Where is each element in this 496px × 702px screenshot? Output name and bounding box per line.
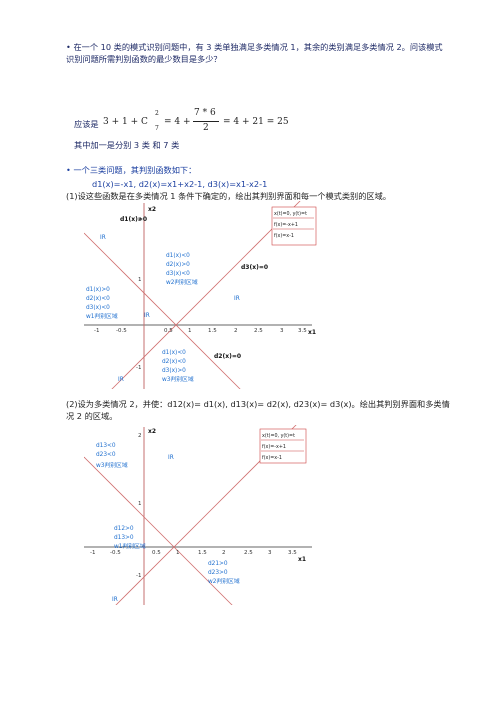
question-1: • 在一个 10 类的模式识别问题中，有 3 类单独满足多类情况 1，其余的类别… <box>66 41 446 65</box>
label-ir: IR <box>168 455 174 461</box>
label-d3: d3(x)=0 <box>241 264 268 271</box>
region-w1: w1判别区域 <box>86 312 118 320</box>
legend-item: x(t)=0, y(t)=t <box>262 433 295 439</box>
xtick: -0.5 <box>110 550 121 556</box>
region-w1: d2(x)<0 <box>86 296 110 302</box>
legend-item: f(x)=x-1 <box>274 233 294 239</box>
discriminant-functions: d1(x)=-x1, d2(x)=x1+x2-1, d3(x)=x1-x2-1 <box>92 179 268 189</box>
region-w3: d3(x)>0 <box>162 368 186 374</box>
answer-prefix: 应该是 <box>74 119 99 129</box>
legend-box <box>259 428 307 464</box>
formula-eq2: = 4 + 21 = 25 <box>223 117 289 127</box>
xtick: -0.5 <box>116 328 127 334</box>
label-ir: IR <box>234 296 240 302</box>
label-ir: IR <box>118 377 124 383</box>
ytick: 1 <box>138 277 142 283</box>
part-1-text: (1)设这些函数是在多类情况 1 条件下确定的，绘出其判别界面和每一个模式类别的… <box>66 191 391 201</box>
line-d3 <box>111 201 301 389</box>
ylabel: x2 <box>148 428 156 435</box>
xtick: 1 <box>188 328 192 334</box>
label-ir: IR <box>100 235 106 241</box>
answer-1-note: 其中加一是分别 3 类 和 7 类 <box>74 140 180 150</box>
legend-box <box>271 206 317 246</box>
xtick: 0.5 <box>152 550 161 556</box>
formula-c-sup: 2 <box>155 110 159 117</box>
region-w3: d13<0 <box>96 443 116 449</box>
legend-item: f(x)=x-1 <box>262 455 282 461</box>
plot-1: -1 -0.5 0.5 1 1.5 2 2.5 3 3.5 1 -1 2 x2 … <box>84 201 319 389</box>
formula-left: 3 + 1 + C <box>103 117 148 127</box>
xlabel: x1 <box>298 556 306 563</box>
label-d2: d2(x)=0 <box>214 353 241 360</box>
legend-item: f(x)=-x+1 <box>262 444 286 450</box>
ytick: -1 <box>136 365 141 371</box>
xtick: -1 <box>94 328 99 334</box>
plot-2: -1 -0.5 0.5 1 1.5 2 2.5 3 3.5 1 -1 2 x2 … <box>84 425 319 605</box>
ytick: -1 <box>136 573 141 579</box>
xtick: 1 <box>176 550 180 556</box>
label-d1: d1(x)=0 <box>120 216 147 223</box>
region-w3: d23<0 <box>96 452 116 458</box>
region-w1: d3(x)<0 <box>86 305 110 311</box>
region-w2: d1(x)<0 <box>166 253 190 259</box>
label-ir: IR <box>144 313 150 319</box>
region-w1: d1(x)>0 <box>86 287 110 293</box>
answer-1-formula: 应该是 3 + 1 + C 2 7 = 4 + 7 * 6 2 = 4 + 21… <box>74 106 374 146</box>
region-w1: d12>0 <box>114 526 134 532</box>
xtick: 1.5 <box>208 328 217 334</box>
part-2-text: (2)设为多类情况 2，并使：d12(x)= d1(x), d13(x)= d2… <box>66 399 450 421</box>
bullet: • <box>66 165 71 175</box>
ytick: 2 <box>138 433 142 439</box>
region-w1: d13>0 <box>114 535 134 541</box>
xtick: 1.5 <box>198 550 207 556</box>
region-w2: d23>0 <box>208 570 228 576</box>
formula-frac-den: 2 <box>203 123 209 133</box>
line-d2 <box>84 232 241 389</box>
legend-item: x(t)=0, y(t)=t <box>274 211 307 217</box>
region-w2: w2判别区域 <box>208 577 240 585</box>
ylabel: x2 <box>148 206 156 213</box>
xtick: 2.5 <box>254 328 263 334</box>
question-1-text: 在一个 10 类的模式识别问题中，有 3 类单独满足多类情况 1，其余的类别满足… <box>66 42 443 64</box>
region-w2: d21>0 <box>208 561 228 567</box>
xtick: 2.5 <box>244 550 253 556</box>
formula-eq1: = 4 + <box>164 117 191 127</box>
legend-item: f(x)=-x+1 <box>274 222 298 228</box>
region-w2: d2(x)>0 <box>166 262 190 268</box>
line-d13 <box>84 456 233 605</box>
question-2-title-text: 一个三类问题，其判别函数如下： <box>73 165 197 175</box>
xtick: 3 <box>280 328 284 334</box>
fraction-bar <box>193 121 219 122</box>
xtick: 2 <box>234 328 238 334</box>
region-w3: w3判别区域 <box>96 461 128 469</box>
region-w2: d3(x)<0 <box>166 271 190 277</box>
xtick: 0.5 <box>164 328 173 334</box>
region-w1: w1判别区域 <box>114 542 146 550</box>
formula-c-sub: 7 <box>155 125 159 132</box>
ytick: 2 <box>138 217 142 223</box>
formula-frac-num: 7 * 6 <box>194 108 216 118</box>
xtick: 3.5 <box>298 328 307 334</box>
xtick: -1 <box>90 550 95 556</box>
region-w3: w3判别区域 <box>162 375 194 383</box>
ytick: 1 <box>138 501 142 507</box>
label-ir: IR <box>112 597 118 603</box>
region-w3: d1(x)<0 <box>162 350 186 356</box>
xlabel: x1 <box>308 329 316 336</box>
xtick: 3 <box>268 550 272 556</box>
region-w2: w2判别区域 <box>166 278 198 286</box>
region-w3: d2(x)<0 <box>162 359 186 365</box>
xtick: 3.5 <box>288 550 297 556</box>
question-2-title: • 一个三类问题，其判别函数如下： <box>66 164 196 176</box>
xtick: 2 <box>222 550 226 556</box>
bullet: • <box>66 42 71 52</box>
